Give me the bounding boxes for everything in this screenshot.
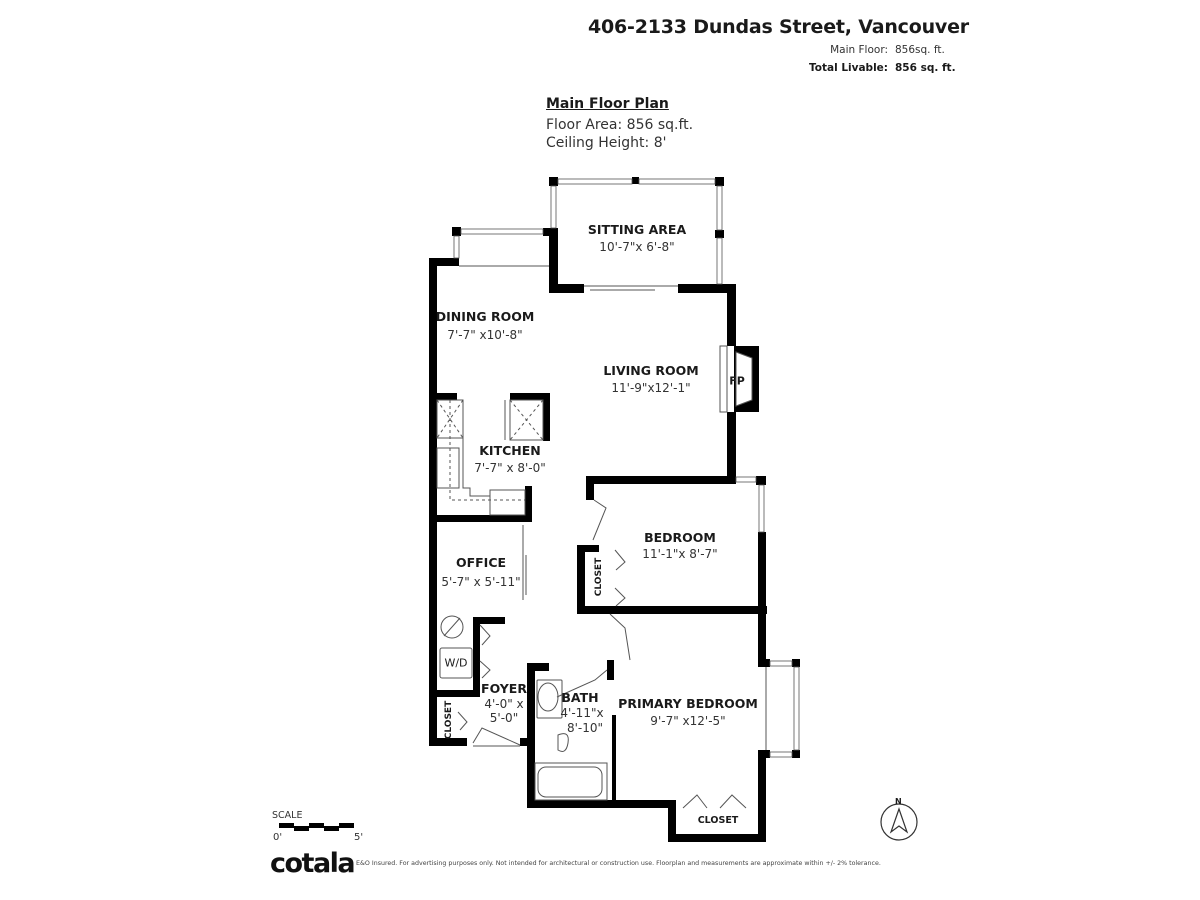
bedroom-name: BEDROOM: [644, 530, 716, 545]
floor-area: Floor Area: 856 sq.ft.: [546, 117, 694, 133]
bath-dims-2: 8'-10": [566, 721, 604, 735]
scale-label: SCALE: [272, 810, 303, 821]
scale-bar: [279, 823, 354, 831]
bath-name: BATH: [561, 690, 599, 705]
fireplace-label: FP: [729, 374, 745, 388]
total-livable-label: Total Livable:: [809, 62, 888, 74]
ceiling-height: Ceiling Height: 8': [546, 135, 667, 151]
sitting-area-name: SITTING AREA: [587, 222, 687, 237]
compass-north-label: N: [895, 797, 902, 806]
main-floor-label: Main Floor:: [830, 44, 888, 56]
foyer-name: FOYER: [481, 681, 527, 696]
bath-dims-1: 4'-11"x: [560, 706, 604, 720]
washer-dryer-label: W/D: [444, 656, 468, 670]
office-dims: 5'-7" x 5'-11": [441, 575, 521, 589]
foyer-dims-2: 5'-0": [489, 711, 519, 725]
living-room-name: LIVING ROOM: [603, 363, 699, 378]
primary-bedroom-dims: 9'-7" x12'-5": [650, 714, 726, 728]
scale-min: 0': [273, 832, 283, 843]
bedroom-closet-label: CLOSET: [594, 557, 604, 597]
dining-room-dims: 7'-7" x10'-8": [447, 328, 523, 342]
kitchen-name: KITCHEN: [479, 443, 541, 458]
cotala-logo: cotala: [270, 848, 356, 879]
foyer-dims-1: 4'-0" x: [484, 697, 524, 711]
kitchen-dims: 7'-7" x 8'-0": [474, 461, 546, 475]
bedroom-dims: 11'-1"x 8'-7": [642, 547, 718, 561]
foyer-closet-label: CLOSET: [444, 700, 454, 740]
scale-max: 5': [354, 832, 364, 843]
primary-bedroom-name: PRIMARY BEDROOM: [618, 696, 758, 711]
disclaimer: E&O Insured. For advertising purposes on…: [356, 860, 881, 867]
main-floor-value: 856sq. ft.: [895, 44, 945, 56]
property-address: 406-2133 Dundas Street, Vancouver: [588, 16, 969, 38]
total-livable-value: 856 sq. ft.: [895, 62, 956, 74]
living-room-dims: 11'-9"x12'-1": [611, 381, 691, 395]
dining-room-name: DINING ROOM: [435, 309, 535, 324]
primary-closet-label: CLOSET: [697, 815, 739, 826]
office-name: OFFICE: [455, 555, 507, 570]
compass-icon: [880, 803, 918, 841]
plan-title: Main Floor Plan: [546, 96, 669, 112]
sitting-area-dims: 10'-7"x 6'-8": [599, 240, 675, 254]
